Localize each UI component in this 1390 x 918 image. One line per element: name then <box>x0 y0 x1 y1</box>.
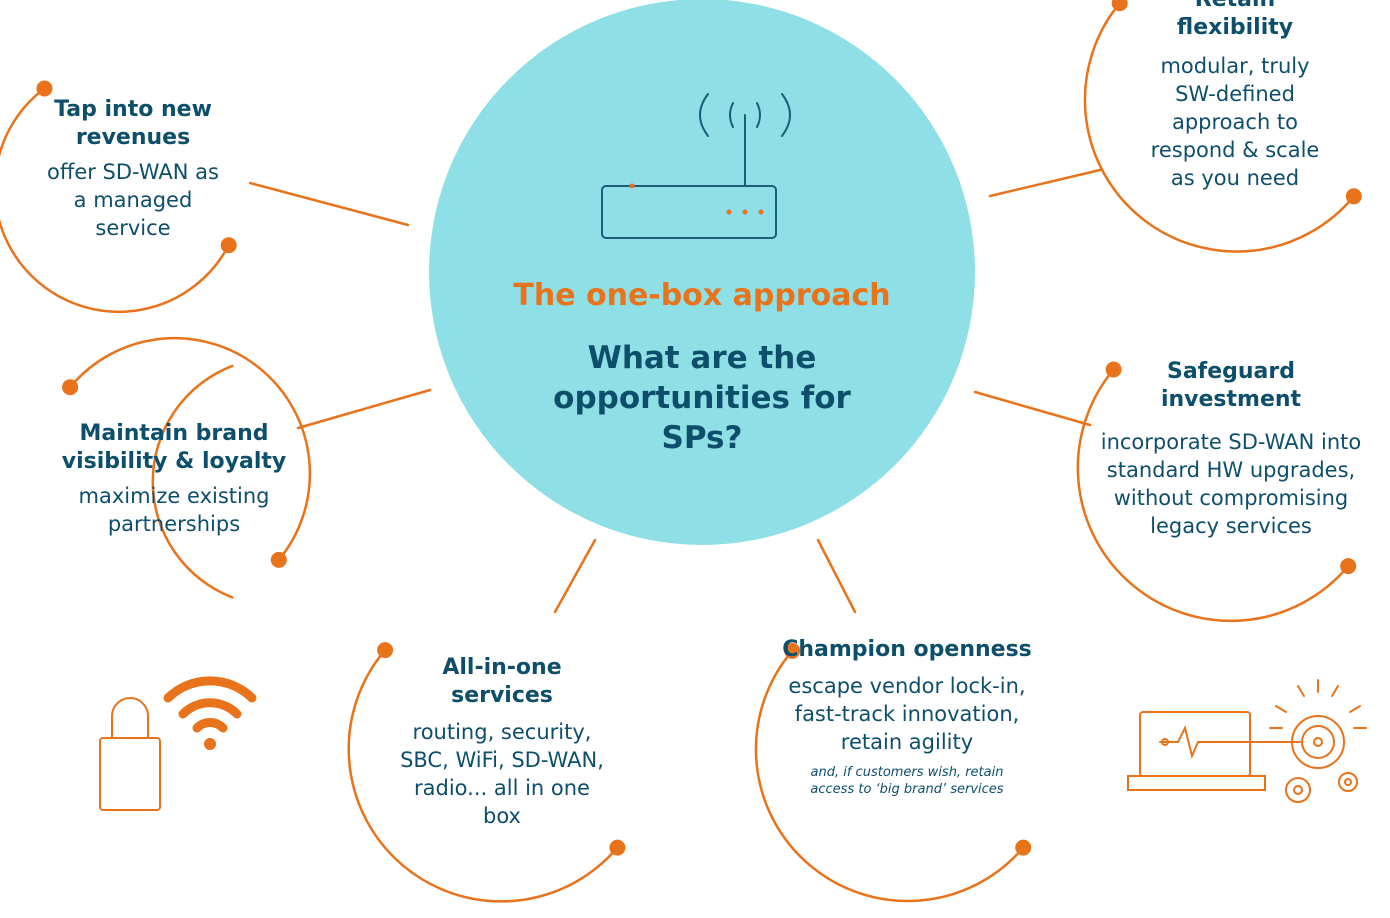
node-title: Safeguard investment <box>1160 359 1302 412</box>
node-text: modular, truly SW-defined approach to re… <box>1150 54 1320 190</box>
node-dot <box>1015 839 1032 856</box>
node-dot <box>36 80 53 97</box>
connector-line <box>816 538 857 614</box>
connector-line <box>988 168 1102 198</box>
node-revenues: Tap into new revenues offer SD-WAN as a … <box>38 96 228 242</box>
node-flexibility: Retain flexibility modular, truly SW-def… <box>1120 0 1350 192</box>
node-title: Maintain brand visibility & loyalty <box>61 421 287 474</box>
node-title: Tap into new revenues <box>54 97 212 150</box>
node-arc-brand <box>151 364 234 599</box>
node-dot <box>1111 0 1128 12</box>
connector-line <box>553 538 597 614</box>
node-arc-openness <box>754 649 1025 903</box>
node-dot <box>377 642 394 659</box>
node-openness: Champion openness escape vendor lock-in,… <box>772 636 1042 798</box>
connector-line <box>248 181 410 227</box>
node-note: and, if customers wish, retain access to… <box>810 765 1004 797</box>
connector-line <box>973 390 1092 427</box>
hub-question: What are the opportunities for SPs? <box>553 340 851 456</box>
node-text: escape vendor lock-in, fast-track innova… <box>788 674 1026 754</box>
node-arc-flexibility <box>1083 1 1356 253</box>
node-investment: Safeguard investment incorporate SD-WAN … <box>1100 358 1362 540</box>
node-dot <box>270 551 287 568</box>
node-dot <box>609 839 626 856</box>
router-icon <box>601 93 791 239</box>
node-dot <box>1345 188 1362 205</box>
node-arc-revenues <box>0 87 230 313</box>
node-dot <box>62 379 79 396</box>
node-dot <box>220 237 237 254</box>
node-dot <box>1340 558 1357 575</box>
node-arc-brand <box>68 336 312 562</box>
node-title: Retain flexibility <box>1176 0 1294 40</box>
node-arc-investment <box>1076 368 1350 623</box>
node-title: Champion openness <box>782 637 1032 662</box>
hub-circle <box>429 0 975 545</box>
node-text: incorporate SD-WAN into standard HW upgr… <box>1100 430 1362 538</box>
node-text: routing, security, SBC, WiFi, SD-WAN, ra… <box>400 720 604 828</box>
node-arc-allinone <box>347 648 619 903</box>
wifi-lock-icon <box>99 676 257 811</box>
hub-title: The one-box approach <box>513 278 891 313</box>
node-brand: Maintain brand visibility & loyalty maxi… <box>58 420 290 538</box>
connector-line <box>296 388 432 430</box>
laptop-gear-icon <box>1127 679 1367 803</box>
node-title: All-in-one services <box>442 655 562 708</box>
node-text: offer SD-WAN as a managed service <box>47 160 219 240</box>
node-allinone: All-in-one services routing, security, S… <box>396 654 608 830</box>
node-dot <box>784 642 801 659</box>
node-text: maximize existing partnerships <box>78 484 270 536</box>
node-dot <box>1105 361 1122 378</box>
